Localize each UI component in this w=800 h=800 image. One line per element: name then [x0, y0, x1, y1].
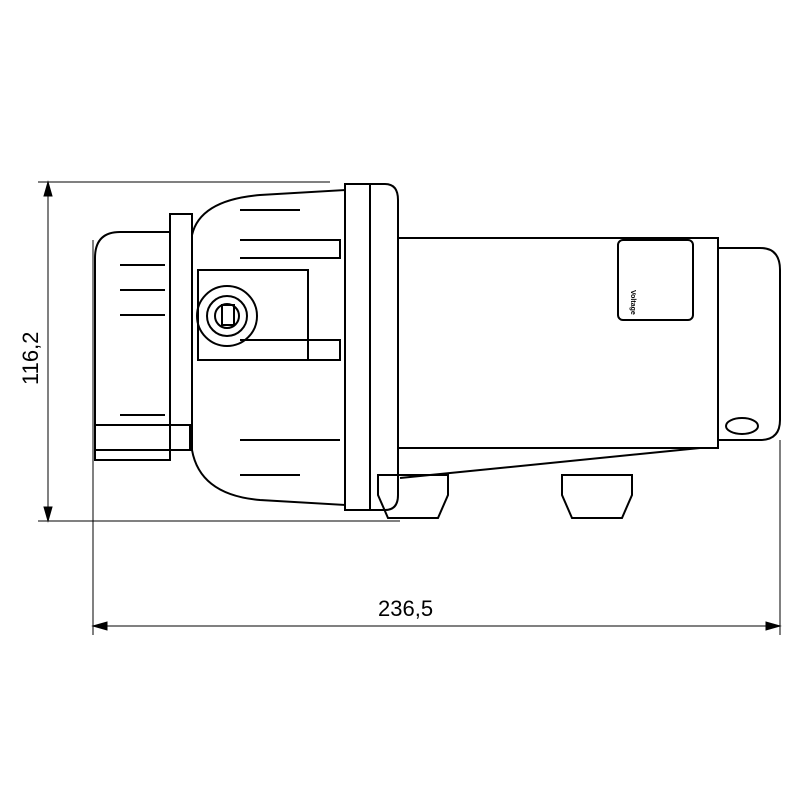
- flange: [344, 183, 399, 511]
- motor: [397, 237, 781, 479]
- height-dimension: [38, 180, 400, 523]
- pressure-switch: [94, 231, 191, 461]
- motor-voltage-label: Voltage: [629, 290, 636, 315]
- mounting-feet: [377, 474, 633, 519]
- width-dimension: [91, 240, 782, 635]
- width-dimension-label: 236,5: [378, 596, 434, 621]
- pump-body: [169, 188, 346, 507]
- height-dimension-label: 116,2: [18, 331, 43, 385]
